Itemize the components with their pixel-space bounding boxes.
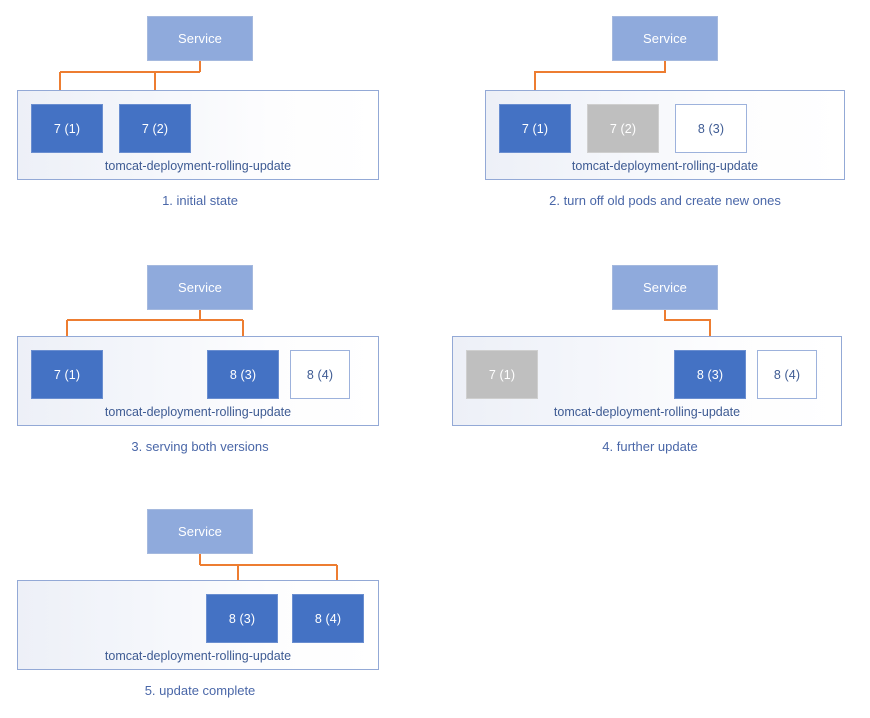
panel-further-update: Service tomcat-deployment-rolling-update… — [435, 240, 870, 470]
pod-box[interactable]: 7 (1) — [31, 350, 103, 399]
pod-box[interactable]: 8 (3) — [207, 350, 279, 399]
pod-label: 7 (1) — [521, 121, 549, 136]
service-label: Service — [177, 524, 223, 539]
pod-label: 7 (1) — [488, 367, 516, 382]
pod-box[interactable]: 7 (2) — [119, 104, 191, 153]
pod-box[interactable]: 8 (3) — [206, 594, 278, 643]
service-box[interactable]: Service — [147, 509, 253, 554]
pod-box[interactable]: 7 (2) — [587, 104, 659, 153]
service-label: Service — [642, 280, 688, 295]
pod-label: 7 (2) — [141, 121, 169, 136]
pod-box[interactable]: 7 (1) — [31, 104, 103, 153]
pod-label: 8 (3) — [228, 611, 256, 626]
pod-box[interactable]: 8 (4) — [290, 350, 350, 399]
deployment-name: tomcat-deployment-rolling-update — [571, 159, 759, 173]
pod-label: 8 (4) — [314, 611, 342, 626]
panel-initial-state: Service tomcat-deployment-rolling-update… — [0, 0, 435, 230]
panel-serving-both-versions: Service tomcat-deployment-rolling-update… — [0, 240, 435, 470]
pod-label: 7 (1) — [53, 121, 81, 136]
service-box[interactable]: Service — [612, 16, 718, 61]
deployment-name: tomcat-deployment-rolling-update — [104, 649, 292, 663]
pod-label: 8 (3) — [229, 367, 257, 382]
service-label: Service — [177, 280, 223, 295]
panel-turn-off-old-pods: Service tomcat-deployment-rolling-update… — [435, 0, 870, 230]
deployment-name: tomcat-deployment-rolling-update — [553, 405, 741, 419]
pod-label: 7 (1) — [53, 367, 81, 382]
panel-update-complete: Service tomcat-deployment-rolling-update… — [0, 480, 435, 718]
service-box[interactable]: Service — [612, 265, 718, 310]
panel-caption: 4. further update — [602, 439, 698, 454]
pod-box[interactable]: 8 (4) — [292, 594, 364, 643]
service-label: Service — [642, 31, 688, 46]
pod-label: 8 (3) — [697, 121, 725, 136]
service-box[interactable]: Service — [147, 16, 253, 61]
panel-caption: 2. turn off old pods and create new ones — [549, 193, 781, 208]
pod-box[interactable]: 7 (1) — [466, 350, 538, 399]
deployment-name: tomcat-deployment-rolling-update — [104, 159, 292, 173]
deployment-name: tomcat-deployment-rolling-update — [104, 405, 292, 419]
pod-label: 8 (4) — [773, 367, 801, 382]
panel-caption: 5. update complete — [144, 683, 256, 698]
service-box[interactable]: Service — [147, 265, 253, 310]
pod-box[interactable]: 8 (4) — [757, 350, 817, 399]
pod-label: 8 (3) — [696, 367, 724, 382]
pod-label: 8 (4) — [306, 367, 334, 382]
pod-box[interactable]: 7 (1) — [499, 104, 571, 153]
pod-box[interactable]: 8 (3) — [675, 104, 747, 153]
pod-label: 7 (2) — [609, 121, 637, 136]
panel-caption: 1. initial state — [162, 193, 238, 208]
pod-box[interactable]: 8 (3) — [674, 350, 746, 399]
deployment-box: tomcat-deployment-rolling-update — [17, 580, 379, 670]
service-label: Service — [177, 31, 223, 46]
panel-caption: 3. serving both versions — [131, 439, 269, 454]
